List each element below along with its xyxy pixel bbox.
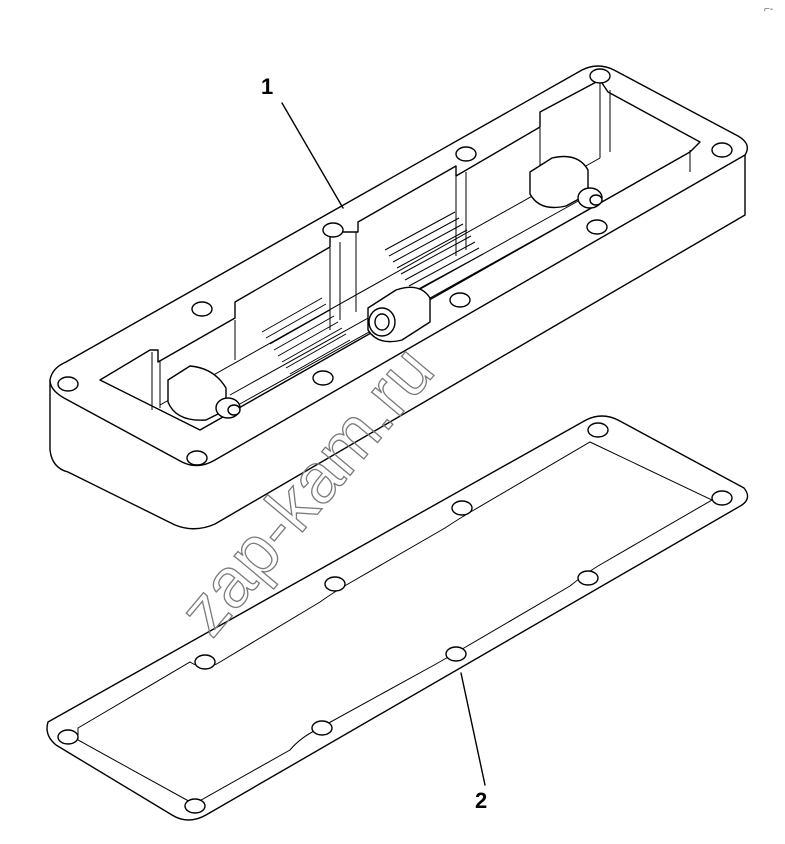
cover-bolt-holes bbox=[57, 68, 733, 466]
bolt-hole bbox=[312, 370, 334, 386]
cover-fins-right bbox=[384, 211, 484, 293]
leader-line-2 bbox=[460, 672, 486, 786]
callout-2: 2 bbox=[460, 672, 487, 813]
cover-fins-left bbox=[261, 297, 351, 375]
bolt-hole bbox=[324, 576, 346, 592]
bolt-hole bbox=[711, 142, 733, 158]
bolt-hole bbox=[449, 292, 471, 308]
bolt-hole bbox=[451, 500, 473, 516]
bolt-hole bbox=[322, 222, 344, 238]
bolt-hole bbox=[311, 720, 333, 736]
callout-1-label: 1 bbox=[261, 74, 273, 99]
leader-line-1 bbox=[281, 102, 344, 209]
bolt-hole bbox=[57, 729, 79, 745]
corner-mark: ⌐- bbox=[764, 4, 773, 15]
part-gasket bbox=[46, 415, 749, 821]
bolt-hole bbox=[711, 490, 733, 506]
bolt-hole bbox=[184, 798, 206, 814]
bolt-hole bbox=[589, 68, 611, 84]
bolt-hole bbox=[577, 570, 599, 586]
callout-1: 1 bbox=[261, 74, 344, 209]
callout-2-label: 2 bbox=[475, 788, 487, 813]
bolt-hole bbox=[191, 301, 213, 317]
cover-rollers bbox=[167, 155, 603, 421]
bolt-hole bbox=[57, 376, 79, 392]
gasket-outer-edge bbox=[46, 415, 749, 821]
part-cover-housing bbox=[49, 65, 748, 530]
gasket-bolt-holes bbox=[57, 422, 733, 814]
bolt-hole bbox=[586, 219, 608, 235]
bolt-hole bbox=[186, 450, 208, 466]
bolt-hole bbox=[194, 654, 216, 670]
bolt-hole bbox=[587, 422, 609, 438]
bolt-hole bbox=[445, 646, 467, 662]
bolt-hole bbox=[455, 146, 477, 162]
